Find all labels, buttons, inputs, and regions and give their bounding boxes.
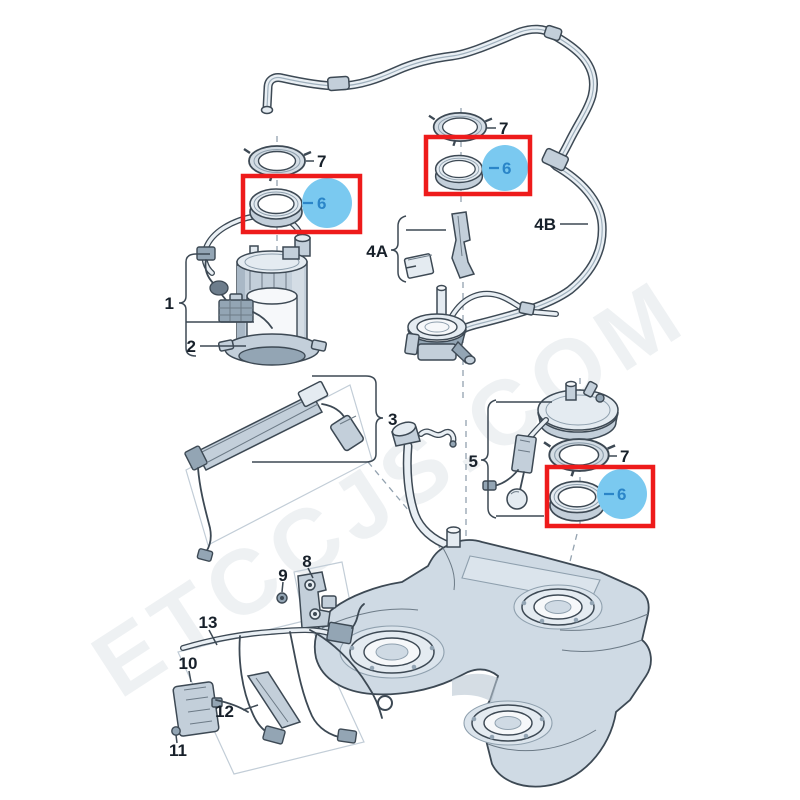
suction-jet-pump: [404, 284, 559, 365]
callout-12: 12: [215, 702, 234, 721]
callout-6-middle[interactable]: 6: [502, 159, 511, 178]
ring-set-a: [242, 144, 313, 228]
callout-11: 11: [169, 741, 187, 760]
callout-4a: 4A: [366, 242, 388, 261]
callout-13: 13: [199, 613, 218, 632]
callout-5: 5: [469, 452, 478, 471]
callout-labels: 1 2 3 4A 4B 5 7 6 7 6 7 6 8 9 10 11 12 1…: [165, 119, 630, 760]
highlight-6-right[interactable]: [544, 464, 656, 529]
callout-7-upper-left: 7: [317, 152, 326, 171]
callout-3: 3: [388, 410, 397, 429]
wiring-harness-13: [180, 603, 393, 745]
callout-6-right[interactable]: 6: [617, 485, 626, 504]
fuel-delivery-unit: [196, 212, 328, 366]
callout-leaders: [175, 127, 617, 744]
ring-set-b: [427, 111, 494, 191]
vent-valve-4a: [403, 211, 476, 279]
nut-9: [276, 592, 288, 604]
callout-7-right: 7: [620, 447, 629, 466]
highlight-6-upper-left[interactable]: [240, 173, 363, 235]
bolt-11: [171, 726, 181, 736]
callout-2: 2: [187, 337, 196, 356]
callout-9: 9: [278, 566, 287, 585]
callout-7-middle: 7: [499, 119, 508, 138]
fuel-level-sender: [184, 380, 364, 562]
callout-6-upper-left[interactable]: 6: [317, 194, 326, 213]
highlight-6-middle[interactable]: [423, 134, 533, 197]
bracket-12: [246, 671, 302, 729]
fuel-supply-lines: [260, 24, 607, 335]
control-module-10: [172, 681, 223, 737]
callout-1: 1: [165, 294, 174, 313]
fuel-tank: [313, 526, 652, 788]
right-delivery-unit: [482, 380, 619, 510]
callout-4b: 4B: [534, 215, 556, 234]
callout-8: 8: [302, 552, 311, 571]
callout-10: 10: [179, 654, 198, 673]
filler-pipe: [391, 421, 457, 551]
